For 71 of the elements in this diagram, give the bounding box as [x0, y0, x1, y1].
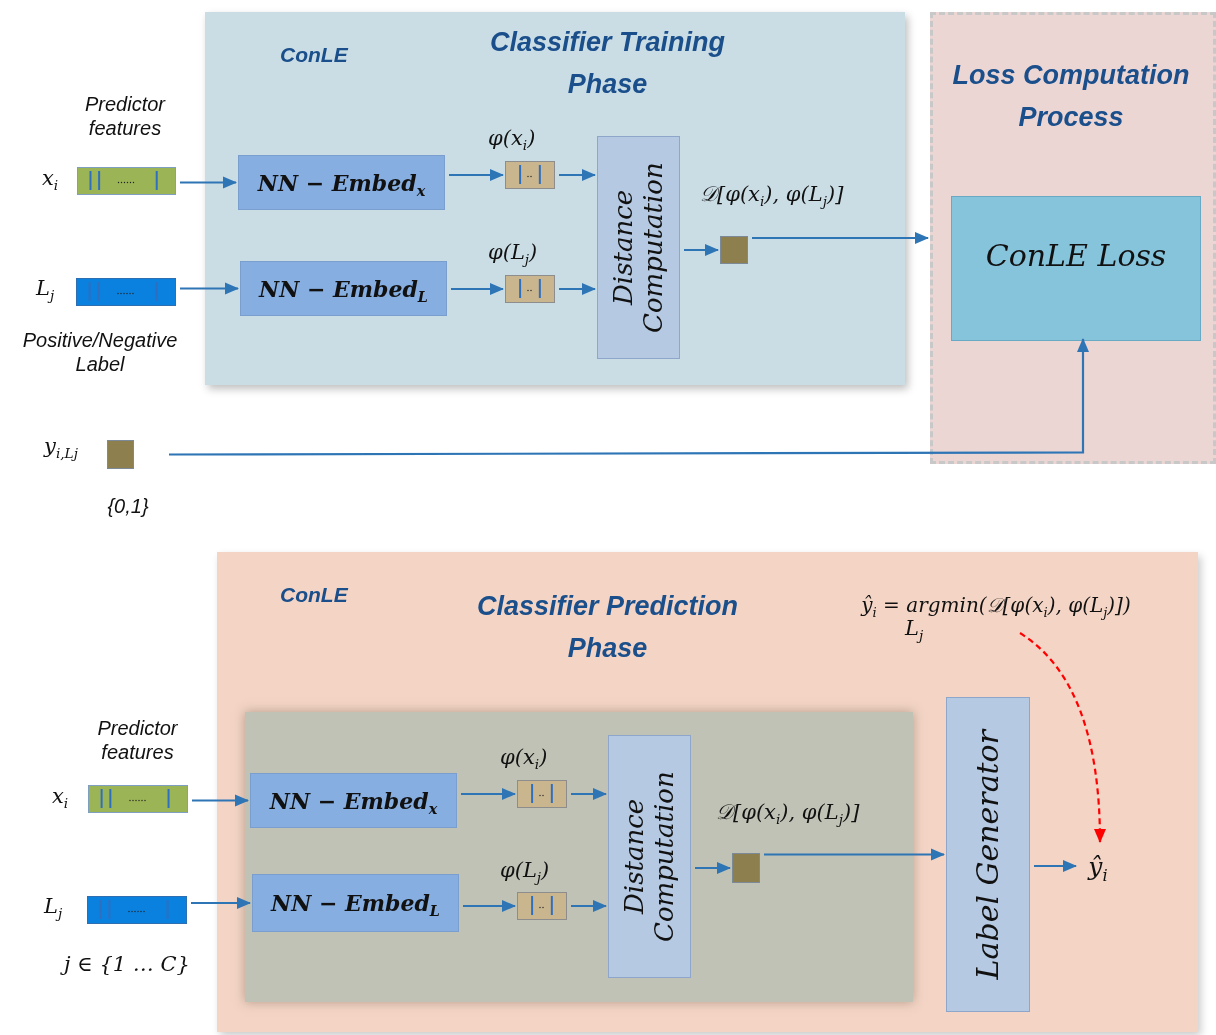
- process-box: [608, 735, 691, 978]
- math-label: L$_{j}$: [36, 276, 56, 302]
- vector-bar: [77, 167, 176, 195]
- arrow: [571, 900, 607, 912]
- box-label: Distance Computation: [608, 161, 669, 335]
- arrow: [684, 244, 719, 256]
- loss-box: [951, 196, 1201, 341]
- box-label: NN − Embed$_{x}$: [269, 787, 438, 814]
- vector-bar: [88, 785, 188, 813]
- inner-panel: [245, 712, 913, 1002]
- box-label: Label Generator: [970, 729, 1006, 980]
- arrow: [451, 283, 504, 295]
- box-label: NN − Embed$_{x}$: [257, 169, 426, 196]
- box-label: NN − Embed$_{L}$: [271, 890, 440, 916]
- math-label: 𝒟[φ(x$_{i}$), φ(L$_{j}$)]: [700, 182, 845, 208]
- arrow: [449, 169, 504, 181]
- arrow: [463, 900, 516, 912]
- arrow: [559, 169, 596, 181]
- math-label: φ(L$_{j}$): [500, 858, 551, 884]
- process-box: [946, 697, 1030, 1012]
- box-label: ConLE Loss: [985, 239, 1167, 274]
- vector-bar: [505, 275, 555, 303]
- vector-bar: [517, 780, 567, 808]
- embedding-box: [250, 773, 457, 828]
- method-label: ConLE: [280, 42, 350, 68]
- arrow: [571, 788, 607, 800]
- embedding-box: [240, 261, 447, 316]
- set-label: {0,1}: [106, 494, 150, 518]
- math-label: x$_{i}$: [42, 166, 60, 192]
- embedding-box: [252, 874, 459, 932]
- math-label: φ(x$_{i}$): [500, 745, 549, 771]
- math-label: L$_{j}$: [44, 894, 64, 920]
- arrow: [180, 176, 237, 189]
- feature-label: Positive/Negative Label: [21, 328, 179, 376]
- math-label: φ(x$_{i}$): [488, 126, 537, 152]
- process-box: [597, 136, 680, 359]
- output-label: ŷ$_{i}$: [1088, 851, 1108, 881]
- arrow: [752, 232, 929, 244]
- arrow: [559, 283, 596, 295]
- method-label: ConLE: [280, 582, 350, 608]
- math-label: x$_{i}$: [52, 784, 70, 810]
- arrow: [1034, 860, 1077, 872]
- arrow: [180, 282, 239, 295]
- math-label: L$_{j}$: [905, 616, 925, 642]
- embedding-box: [238, 155, 445, 210]
- arrow: [192, 794, 249, 807]
- feature-label: Predictor features: [84, 92, 167, 140]
- math-label: φ(L$_{j}$): [488, 240, 539, 266]
- vector-bar: [76, 278, 176, 306]
- arrow: [764, 848, 945, 861]
- arrow: [169, 338, 1089, 456]
- arrow: [461, 788, 516, 800]
- phase-panel: [205, 12, 905, 385]
- panel-title: Loss Computation Process: [951, 59, 1191, 134]
- panel-title: Classifier Training Phase: [488, 26, 727, 101]
- box-label: Distance Computation: [619, 770, 680, 944]
- panel-title: Classifier Prediction Phase: [475, 590, 740, 665]
- box-label: NN − Embed$_{L}$: [259, 275, 428, 302]
- vector-bar: [505, 161, 555, 189]
- value-square: [732, 853, 760, 883]
- vector-bar: [87, 896, 187, 924]
- dashed-arrow: [1019, 632, 1106, 843]
- arrow: [695, 862, 731, 874]
- process-panel: [930, 12, 1216, 464]
- vector-bar: [517, 892, 567, 920]
- value-square: [720, 236, 748, 264]
- phase-panel: [217, 552, 1198, 1032]
- value-square: [107, 440, 134, 469]
- arrow: [191, 897, 251, 909]
- feature-label: Predictor features: [96, 716, 179, 764]
- math-label: 𝒟[φ(x$_{i}$), φ(L$_{j}$)]: [716, 800, 861, 826]
